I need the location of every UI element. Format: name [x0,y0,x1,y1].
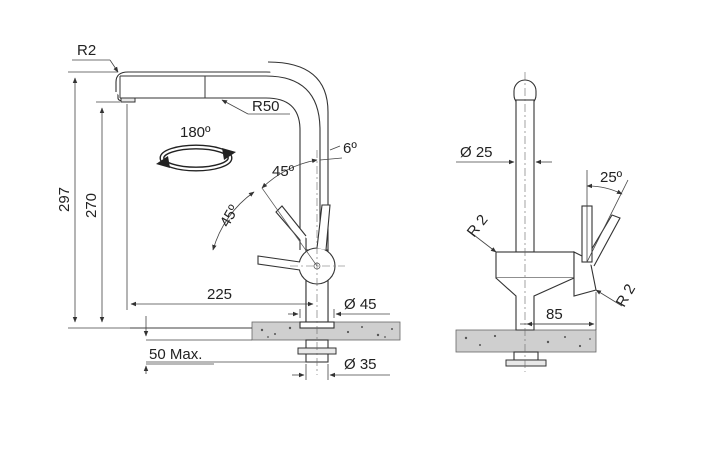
dim-225-label: 225 [207,286,232,303]
r2-side-left-callout: R 2 [464,212,497,253]
angle-45-a-label: 45º [272,163,295,180]
countertop-front [130,321,401,341]
dim-dia-35: Ø 35 [292,356,390,380]
dim-270-label: 270 [83,193,100,218]
dim-dia-25-label: Ø 25 [460,144,493,161]
dim-dia-45-label: Ø 45 [344,296,377,313]
rotation-symbol: 180º [156,124,236,172]
countertop-side [455,329,597,353]
dim-297: 297 [56,71,252,329]
front-view: 297 270 R2 R50 180º [56,42,401,380]
faucet-body-front [115,61,337,363]
r2-side-left-label: R 2 [464,212,492,241]
dim-50-max: 50 Max. [143,316,306,374]
r2-top-callout: R2 [72,42,119,73]
side-view: Ø 25 25º R 2 R 2 85 [455,72,639,372]
r50-label: R50 [252,98,280,115]
dim-dia-35-label: Ø 35 [344,356,377,373]
dim-50-max-label: 50 Max. [149,346,202,363]
angle-6-label: 6º [343,140,357,157]
r2-side-right-callout: R 2 [595,281,639,310]
dim-85-label: 85 [546,306,563,323]
angle-25-label: 25º [600,169,623,186]
dim-225: 225 [126,104,314,310]
dim-85: 85 [520,292,597,330]
r2-top-label: R2 [77,42,96,59]
angle-6-callout: 6º [319,140,357,161]
dim-270: 270 [83,101,120,323]
faucet-body-side [495,79,621,367]
rotation-label: 180º [180,124,211,141]
dim-297-label: 297 [56,187,73,212]
dim-dia-25: Ø 25 [456,144,552,165]
r2-side-right-label: R 2 [613,281,639,310]
dim-dia-45: Ø 45 [288,296,390,318]
r50-callout: R50 [221,98,290,115]
angle-25-callout: 25º [586,169,629,263]
